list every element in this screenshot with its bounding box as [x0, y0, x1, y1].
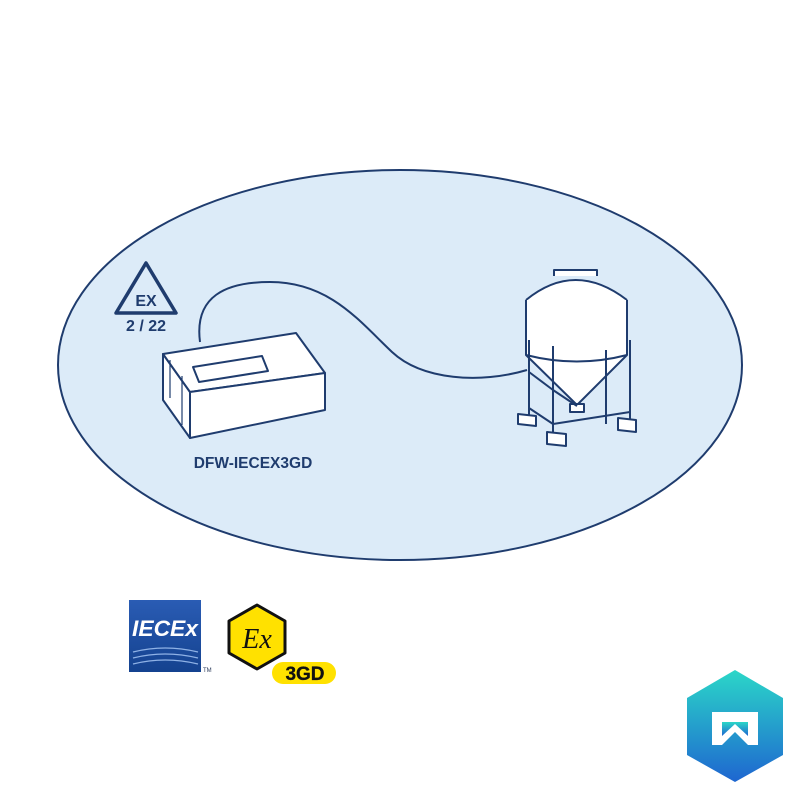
brand-logo: [687, 670, 783, 782]
brand-mark-cut: [722, 722, 748, 736]
iecex-tm: TM: [203, 668, 212, 674]
atex-hexagon-icon: [227, 603, 287, 671]
zone-triangle-icon: [114, 261, 178, 315]
zone-badge-ex: EX: [135, 293, 157, 310]
zone-badge-number: 2 / 22: [126, 318, 166, 335]
indicator-model-label: DFW-IECEX3GD: [194, 455, 313, 472]
weighing-indicator-icon: [162, 332, 326, 439]
iecex-logo-text: IECEx: [132, 616, 199, 641]
atex-category-plate: [272, 662, 336, 684]
atex-logo: Ex 3GD: [227, 603, 336, 685]
iecex-swoosh: [132, 647, 199, 665]
silo-tank-icon: [517, 269, 637, 447]
brand-mark-icon: [712, 712, 758, 745]
hazardous-zone-ellipse: [57, 169, 743, 561]
zone-badge: EX 2 / 22: [114, 261, 178, 335]
connection-cable: [198, 280, 528, 379]
atex-ex-symbol: Ex: [241, 624, 272, 655]
iecex-logo: IECEx TM: [129, 600, 212, 674]
atex-category-label: 3GD: [285, 664, 324, 685]
